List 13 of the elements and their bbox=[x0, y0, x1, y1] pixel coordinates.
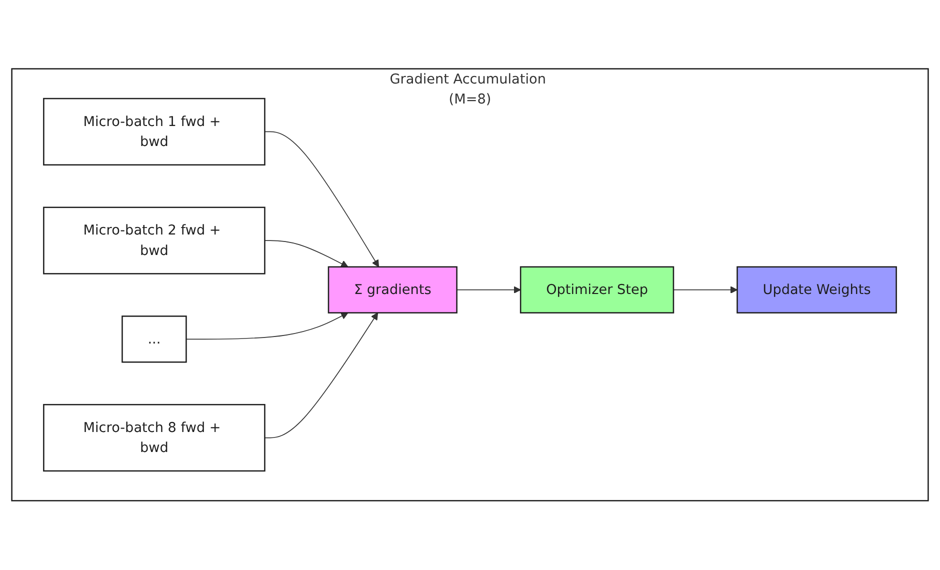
arrow bbox=[186, 312, 348, 340]
arrow bbox=[673, 286, 738, 294]
arrow bbox=[264, 240, 348, 268]
node-box: ... bbox=[122, 316, 187, 363]
node-box: Optimizer Step bbox=[520, 266, 674, 314]
node-box: Micro-batch 1 fwd + bwd bbox=[43, 98, 266, 166]
arrow bbox=[264, 312, 378, 438]
arrow bbox=[264, 132, 380, 268]
node-box: Σ gradients bbox=[328, 266, 458, 314]
arrow bbox=[456, 286, 521, 294]
node-box: Update Weights bbox=[736, 266, 897, 314]
node-box: Micro-batch 8 fwd + bwd bbox=[43, 404, 266, 472]
node-box: Micro-batch 2 fwd + bwd bbox=[43, 207, 266, 275]
